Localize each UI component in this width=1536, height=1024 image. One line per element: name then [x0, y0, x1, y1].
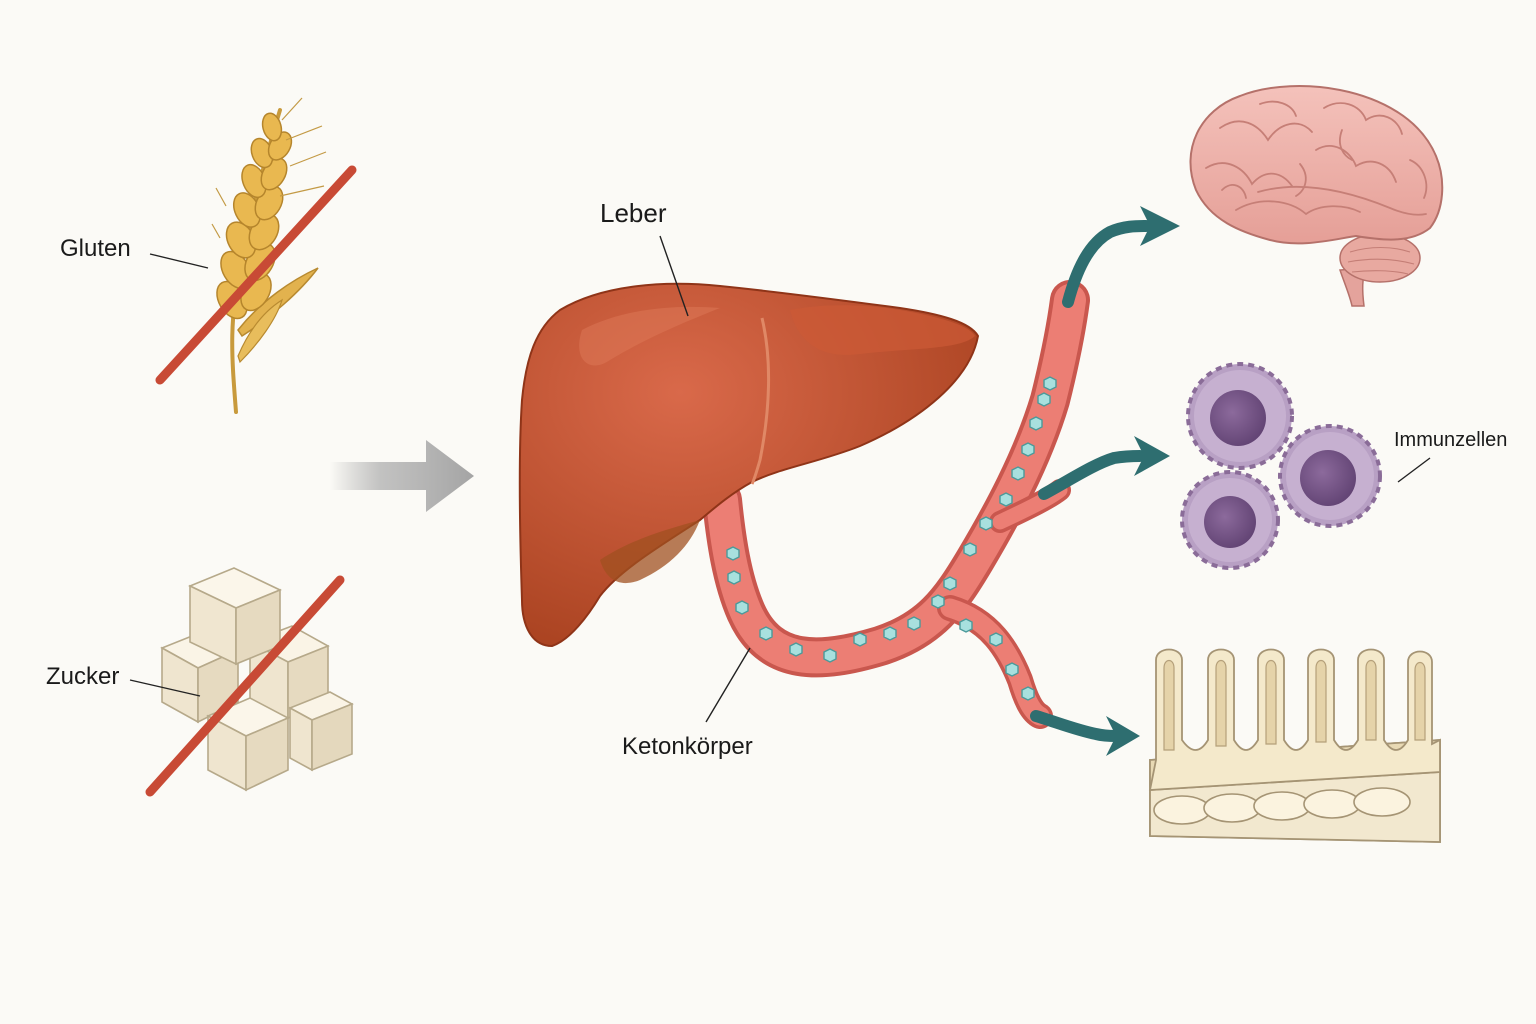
intestinal-villi-illustration — [1148, 648, 1441, 843]
ketone-particle — [789, 642, 803, 657]
ketone-particle — [727, 570, 741, 585]
ketone-particle — [943, 576, 957, 591]
label-leader-line — [149, 253, 209, 269]
ketone-particle — [1021, 442, 1035, 457]
label-leader-line — [1397, 457, 1431, 483]
ketone-particle — [1005, 662, 1019, 677]
ketone-particle — [735, 600, 749, 615]
arrowhead-icon — [1134, 436, 1170, 476]
teal-arrows — [1030, 220, 1152, 742]
ketone-particle — [726, 546, 740, 561]
ketone-particle — [959, 618, 973, 633]
immune-cell — [1180, 470, 1280, 570]
immunzellen-label: Immunzellen — [1394, 429, 1507, 451]
strike-through-line — [155, 165, 357, 385]
arrow-to-brain-icon — [1062, 220, 1152, 308]
ketone-particle — [963, 542, 977, 557]
label-leader-line — [705, 647, 751, 723]
ketone-particle — [759, 626, 773, 641]
gluten-label: Gluten — [60, 235, 131, 262]
ketone-particle — [999, 492, 1013, 507]
ketone-particle — [1037, 392, 1051, 407]
immune-cell — [1186, 362, 1294, 470]
ketone-particle — [907, 616, 921, 631]
leber-label: Leber — [600, 198, 667, 228]
immune-cell — [1278, 424, 1382, 528]
strike-through-line — [145, 575, 345, 797]
ketone-particle — [979, 516, 993, 531]
ketone-particle — [1021, 686, 1035, 701]
brain-illustration — [1189, 85, 1444, 307]
label-leader-line — [659, 235, 689, 317]
ketone-particle — [823, 648, 837, 663]
arrow-to-gut-icon — [1030, 710, 1122, 742]
ketone-particle — [989, 632, 1003, 647]
gray-arrow-icon — [330, 440, 474, 512]
ketone-body-particles — [726, 376, 1057, 701]
label-leader-line — [129, 679, 201, 697]
ketone-particle — [1043, 376, 1057, 391]
zucker-label: Zucker — [46, 663, 119, 690]
immune-cells-illustration — [1180, 362, 1382, 570]
ketone-particle — [1029, 416, 1043, 431]
arrow-to-immune-icon — [1038, 450, 1146, 500]
arrowhead-icon — [1106, 716, 1140, 756]
ketone-particle — [853, 632, 867, 647]
ketone-particle — [931, 594, 945, 609]
ketone-particle — [1011, 466, 1025, 481]
ketone-particle — [883, 626, 897, 641]
liver-illustration — [518, 282, 980, 648]
ketonkoerper-label: Ketonkörper — [622, 733, 753, 760]
arrowhead-icon — [1140, 206, 1180, 246]
